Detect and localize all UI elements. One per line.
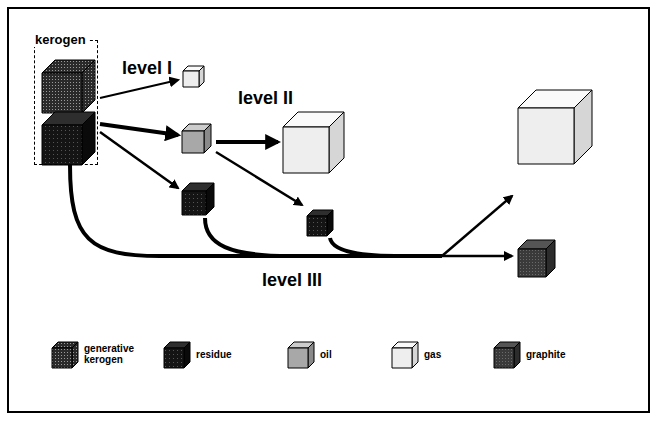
cube-face — [494, 348, 514, 368]
residue-path — [70, 165, 442, 256]
cube-face — [412, 342, 418, 368]
dashed-group-box: kerogen — [34, 40, 98, 165]
arrow-oil — [100, 124, 178, 135]
arrow-oil-residue — [216, 152, 302, 205]
cube-face — [546, 240, 555, 277]
arrow-gas-3 — [442, 196, 512, 256]
cube-face — [72, 342, 78, 368]
level-label: level II — [238, 88, 293, 109]
residue-path — [330, 238, 395, 256]
cube-face — [182, 131, 204, 153]
arrow-residue — [100, 132, 178, 188]
cube-face — [308, 342, 314, 368]
cube-face — [42, 73, 82, 113]
arrow-graphite — [442, 255, 512, 258]
cube-face — [164, 348, 184, 368]
arrow-gas — [100, 80, 178, 98]
cube-face — [82, 112, 95, 165]
cube-face — [199, 66, 204, 87]
legend-text: graphite — [526, 349, 565, 360]
cube-face — [183, 71, 199, 87]
cube-face — [206, 183, 214, 215]
cube-face — [184, 342, 190, 368]
cube-face — [283, 127, 329, 173]
cube-face — [204, 124, 211, 153]
cube-face — [518, 108, 574, 164]
level-label: level III — [262, 270, 322, 291]
cube-face — [514, 342, 520, 368]
cube-face — [327, 210, 333, 236]
level-label: level I — [122, 58, 172, 79]
legend-text: residue — [196, 349, 232, 360]
legend-text: gas — [424, 349, 441, 360]
arrow-oil-gas — [216, 140, 278, 144]
group-label: kerogen — [33, 32, 88, 47]
cube-face — [82, 60, 95, 113]
cube-face — [307, 216, 327, 236]
legend-text: oil — [320, 349, 332, 360]
flow-arrows — [70, 80, 512, 256]
cube-face — [52, 348, 72, 368]
cube-face — [329, 112, 344, 173]
frame — [8, 8, 649, 412]
cube-face — [182, 191, 206, 215]
legend-text: generative kerogen — [84, 343, 146, 365]
residue-path — [205, 218, 290, 256]
cube-face — [392, 348, 412, 368]
cube-face — [288, 348, 308, 368]
cube-group — [42, 60, 592, 368]
cube-face — [518, 249, 546, 277]
cube-face — [42, 125, 82, 165]
cube-face — [574, 90, 592, 164]
